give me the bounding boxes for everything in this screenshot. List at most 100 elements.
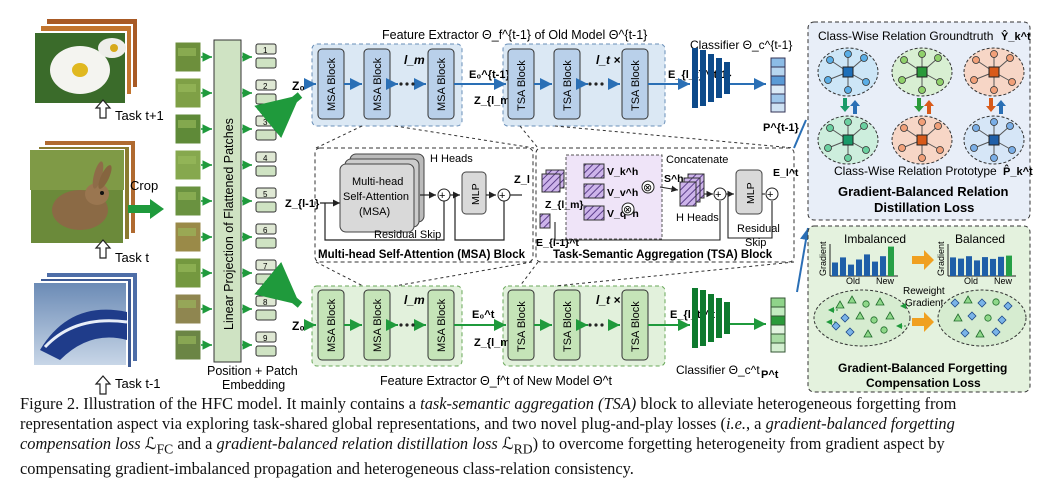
relation-node: [824, 76, 832, 84]
tsa-block-label: TSA Block: [630, 60, 642, 111]
relation-node: [918, 86, 926, 94]
diamond-marker: [997, 315, 1007, 325]
tsa-block-label: TSA Block: [516, 301, 528, 352]
relation-graphs: [817, 47, 1025, 165]
msa-residual-skip: Residual Skip: [374, 229, 441, 241]
classifier-layer: [708, 54, 714, 102]
caption-part: ℒ: [497, 434, 514, 453]
position-embedding-label-2: Embedding: [222, 378, 285, 392]
relation-node: [844, 154, 852, 162]
token-box: [255, 223, 277, 235]
caption-rd-sub: RD: [513, 441, 533, 457]
balance-arrow-icon: [912, 250, 934, 270]
new-z0: Z₀: [292, 319, 305, 333]
relation-node: [990, 50, 998, 58]
old-p-label: P^{t-1}: [763, 122, 799, 134]
caption-rd-term: gradient-balanced relation distillation …: [216, 434, 498, 453]
balanced-bar: [998, 256, 1004, 276]
msa-block-label: MSA Block: [372, 298, 384, 352]
classifier-layer: [724, 302, 730, 334]
ellipsis-dot: [600, 323, 604, 327]
imbalanced-bar: [840, 257, 846, 276]
relation-prototype-symbol: P̂_k^t: [1003, 165, 1033, 178]
ellipsis-dot: [405, 82, 409, 86]
embedding-box: [255, 57, 277, 69]
balanced-bar: [966, 256, 972, 276]
down-arrow-icon: [840, 98, 850, 112]
old-e0: E₀^{t-1}: [469, 69, 510, 81]
ellipsis-dot: [399, 323, 403, 327]
diamond-marker: [977, 298, 987, 308]
up-arrow-icon: [850, 100, 860, 114]
old-model-title: Feature Extractor Θ_f^{t-1} of Old Model…: [382, 28, 647, 42]
imbalanced-label: Imbalanced: [844, 232, 906, 246]
classifier-layer: [716, 58, 722, 98]
caption-part: ) to overcome forgetting heterogeneity f…: [20, 434, 945, 479]
tsa-block-label: TSA Block: [516, 60, 528, 111]
imbalanced-bar: [880, 256, 886, 276]
relation-node: [936, 146, 944, 154]
tsa-e-out: E_l^t: [773, 167, 799, 179]
relation-node: [970, 144, 978, 152]
new-zlm: Z_{l_m}: [474, 337, 515, 349]
embedding-box: [255, 129, 277, 141]
msa-mlp: MLP: [470, 183, 482, 205]
token-box: [255, 331, 277, 343]
relation-node: [898, 144, 906, 152]
relation-node: [972, 124, 980, 132]
classifier-layer: [692, 288, 698, 348]
output-cell: [770, 306, 786, 317]
msa-zl-in: Z_{l-1}: [285, 198, 320, 210]
patch-texture: [178, 264, 196, 272]
relation-node: [990, 154, 998, 162]
relation-node: [900, 56, 908, 64]
hfc-model-figure: Task t+1 Task t Task t-1 Crop Linear Pro…: [29, 17, 1033, 395]
tsa-mlp: MLP: [745, 182, 757, 204]
circle-marker: [880, 326, 888, 334]
patch-texture: [178, 48, 196, 56]
token-index: 8: [263, 298, 268, 307]
msa-block-label: MSA Block: [326, 298, 338, 352]
new-e0: E₀^t: [472, 309, 495, 321]
output-cell: [770, 315, 786, 326]
new-p-label: P^t: [761, 369, 779, 381]
forgetting-compensation-panel: Imbalanced Balanced Gradient Gradient Ol…: [807, 225, 1031, 393]
down-arrow-icon: [986, 98, 996, 112]
patch-texture: [178, 300, 196, 308]
image-patch: [174, 77, 202, 109]
relation-center: [988, 134, 1000, 146]
relation-node: [1008, 78, 1016, 86]
msa-block-label: MSA Block: [326, 57, 338, 111]
relation-node: [898, 76, 906, 84]
embedding-box: [255, 345, 277, 357]
position-embedding-label: Position + Patch: [207, 364, 298, 378]
ellipsis-dot: [594, 323, 598, 327]
relation-node: [1006, 54, 1014, 62]
task-prev-label: Task t-1: [115, 376, 161, 391]
patch-texture: [178, 228, 196, 236]
balanced-bar: [990, 258, 996, 276]
balanced-bar: [1006, 255, 1012, 276]
relation-center: [988, 66, 1000, 78]
token-box: [255, 151, 277, 163]
svg-text:⊗: ⊗: [643, 182, 652, 194]
crop-arrow: Crop: [128, 178, 164, 219]
ellipsis-dot: [411, 323, 415, 327]
output-cell: [770, 102, 786, 113]
classifier-layer: [692, 48, 698, 108]
image-patch: [174, 257, 202, 289]
relation-node: [860, 54, 868, 62]
old-z0: Z₀: [292, 79, 305, 93]
tsa-block-label: TSA Block: [630, 301, 642, 352]
relation-node: [990, 86, 998, 94]
diamond-marker: [960, 328, 970, 338]
embedding-box: [255, 201, 277, 213]
balanced-new-tick: New: [994, 276, 1013, 286]
down-arrow-icon: [914, 98, 924, 112]
relation-node: [1006, 122, 1014, 130]
imbalanced-y-label: Gradient: [818, 241, 828, 276]
triangle-marker: [863, 329, 873, 338]
circle-marker: [862, 300, 870, 308]
reweight-arrow-icon: [912, 312, 934, 332]
